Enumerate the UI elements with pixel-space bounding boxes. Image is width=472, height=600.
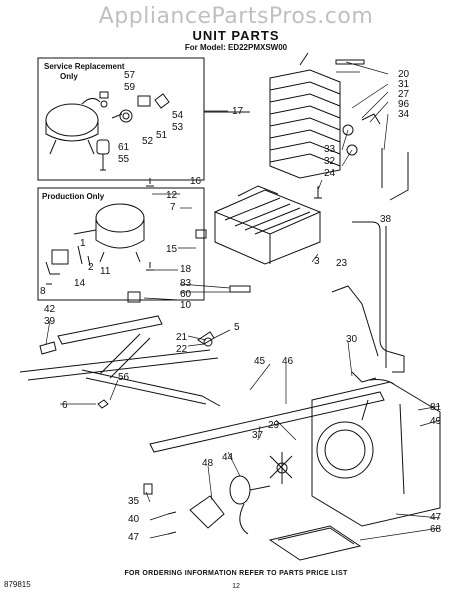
callout-15: 15 — [166, 244, 178, 255]
fan-shroud-drawing — [311, 381, 441, 527]
callout-44: 44 — [222, 452, 234, 463]
callout-60: 60 — [180, 289, 192, 300]
compressor-service-drawing — [45, 98, 101, 155]
footer-ordering-note: FOR ORDERING INFORMATION REFER TO PARTS … — [124, 570, 348, 577]
callout-18: 18 — [180, 264, 192, 275]
service-replacement-box — [37, 57, 205, 181]
callout-38: 38 — [380, 214, 392, 225]
service-box-label-1: Service Replacement — [44, 62, 125, 71]
service-small-parts — [96, 91, 170, 171]
callout-17: 17 — [232, 106, 244, 117]
drain-pan-drawing — [268, 525, 362, 561]
callout-61: 61 — [118, 142, 130, 153]
callout-83: 83 — [180, 278, 192, 289]
callout-32: 32 — [324, 156, 336, 167]
callout-33: 33 — [324, 144, 336, 155]
callout-23: 23 — [336, 258, 348, 269]
callout-57: 57 — [124, 70, 136, 81]
document-number: 879815 — [4, 580, 31, 589]
callout-12: 12 — [166, 190, 178, 201]
production-box-label: Production Only — [42, 192, 105, 201]
callout-51: 51 — [156, 130, 168, 141]
page-number: 12 — [232, 583, 240, 590]
leader-lines — [45, 61, 441, 541]
callout-46: 46 — [282, 356, 294, 367]
callout-6: 6 — [62, 400, 68, 411]
page-title: UNIT PARTS — [192, 28, 280, 43]
callout-3: 3 — [314, 256, 320, 267]
callout-45: 45 — [254, 356, 266, 367]
callout-81: 81 — [430, 402, 442, 413]
callout-numbers: 20 31 27 96 34 17 57 59 54 53 51 52 61 5… — [40, 69, 442, 543]
callout-39: 39 — [44, 316, 56, 327]
callout-35: 35 — [128, 496, 140, 507]
watermark-text: AppliancePartsPros.com — [98, 4, 374, 29]
frame-rails-drawing — [19, 315, 385, 453]
callout-37: 37 — [252, 430, 264, 441]
callout-59: 59 — [124, 82, 136, 93]
callout-22: 22 — [176, 344, 188, 355]
callout-31: 31 — [398, 79, 410, 90]
callout-49: 49 — [430, 416, 442, 427]
model-number: For Model: ED22PMXSW00 — [184, 43, 288, 52]
callout-20: 20 — [398, 69, 410, 80]
callout-8: 8 — [40, 286, 46, 297]
callout-27: 27 — [398, 89, 410, 100]
callout-30: 30 — [346, 334, 358, 345]
callout-40: 40 — [128, 514, 140, 525]
callout-1: 1 — [80, 238, 86, 249]
callout-47: 47 — [128, 532, 140, 543]
callout-16: 16 — [190, 176, 202, 187]
callout-34: 34 — [398, 109, 410, 120]
callout-54: 54 — [172, 110, 184, 121]
misc-small-parts — [39, 59, 381, 535]
callout-24: 24 — [324, 168, 336, 179]
condenser-coil-drawing — [269, 52, 341, 179]
service-box-label-2: Only — [60, 72, 78, 81]
callout-7: 7 — [170, 202, 176, 213]
callout-48: 48 — [202, 458, 214, 469]
callout-55: 55 — [118, 154, 130, 165]
callout-42: 42 — [44, 304, 56, 315]
compressor-production-drawing — [45, 203, 145, 285]
production-only-box — [37, 187, 205, 301]
callout-96: 96 — [398, 99, 410, 110]
callout-29: 29 — [268, 420, 280, 431]
callout-68: 68 — [430, 524, 442, 535]
evaporator-coil-drawing — [213, 185, 322, 265]
callout-11: 11 — [100, 266, 111, 277]
callout-53: 53 — [172, 122, 184, 133]
callout-56: 56 — [118, 372, 130, 383]
callout-52: 52 — [142, 136, 154, 147]
callout-47-b: 47 — [430, 512, 442, 523]
callout-2: 2 — [88, 262, 94, 273]
callout-5: 5 — [234, 322, 240, 333]
tubing-drawing — [331, 148, 409, 385]
callout-21: 21 — [176, 332, 188, 343]
callout-10: 10 — [180, 300, 192, 311]
callout-14: 14 — [74, 278, 86, 289]
